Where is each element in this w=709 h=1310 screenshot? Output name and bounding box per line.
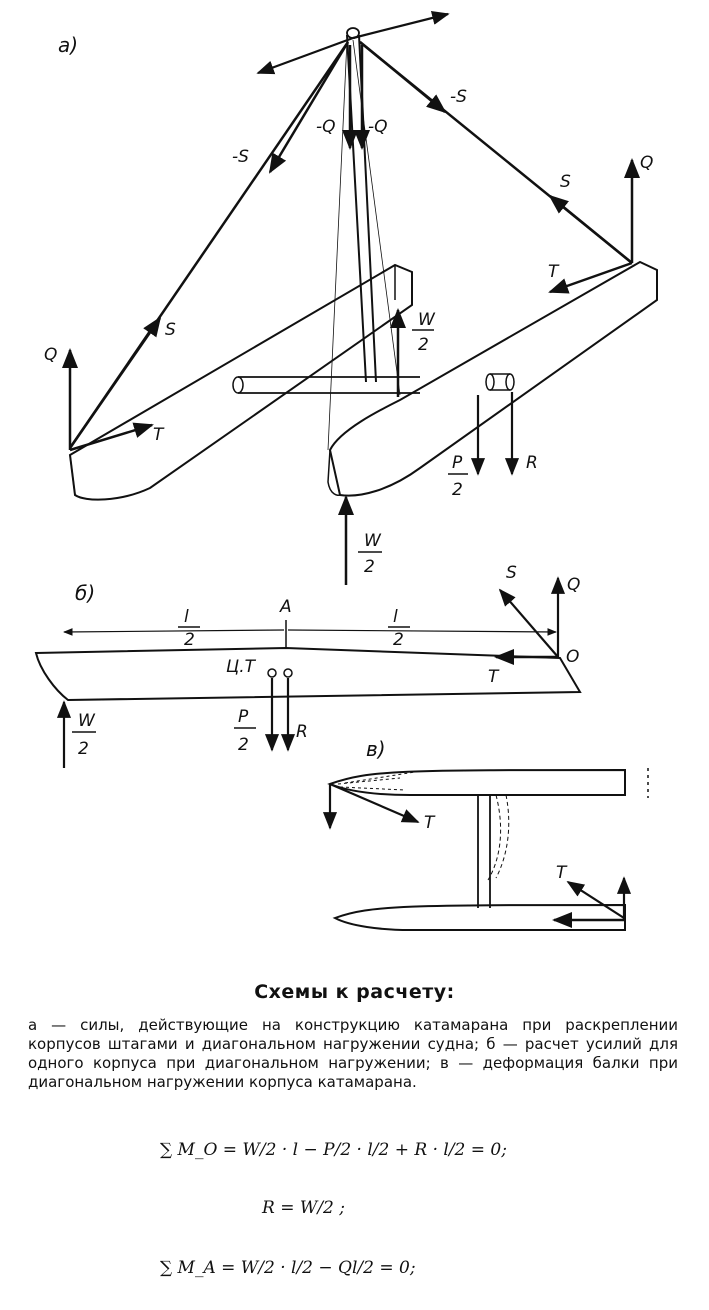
arrow-mast-right — [352, 11, 450, 40]
label-minus-q-right: -Q — [368, 117, 388, 137]
label-q-left: Q — [44, 345, 57, 365]
label-l-left: l — [184, 607, 189, 627]
arrow-b-s — [498, 588, 559, 658]
label-a: A — [279, 597, 292, 617]
panel-b-label: б) — [75, 581, 95, 605]
label-b-p: P — [238, 707, 249, 727]
arrow-s-left — [68, 316, 162, 449]
label-s-left: S — [165, 320, 176, 340]
panel-v-label: в) — [366, 737, 386, 761]
label-minus-q-left: -Q — [316, 117, 336, 137]
dim-left — [63, 628, 285, 636]
equation-r: R = W/2 ; — [262, 1198, 345, 1218]
arrow-t-left — [69, 422, 154, 452]
arrow-v-t-bottom — [566, 881, 625, 919]
label-b-two-w: 2 — [78, 739, 89, 759]
arrow-s-right — [548, 194, 633, 264]
arrow-minus-s-right — [359, 41, 447, 114]
label-l-right: l — [393, 607, 398, 627]
label-b-q: Q — [567, 575, 580, 595]
label-t-left: T — [153, 425, 165, 445]
equation-moment-a: ∑ M_A = W/2 · l/2 − Ql/2 = 0; — [160, 1258, 416, 1278]
cross-beam — [232, 376, 420, 394]
catamaran-force-diagrams: а) -S -S — [34, 11, 658, 931]
label-b-two-p: 2 — [238, 735, 249, 755]
bottom-hull-plan — [332, 903, 626, 931]
label-r: R — [526, 453, 538, 473]
arrow-v-t-top — [329, 782, 420, 824]
side-hull — [34, 646, 582, 702]
caption-title: Схемы к расчету: — [254, 981, 455, 1003]
label-p: P — [452, 453, 463, 473]
label-q-right: Q — [640, 153, 653, 173]
label-two-top: 2 — [418, 335, 429, 355]
label-w-bottom: W — [364, 531, 382, 551]
panel-a-label: а) — [58, 33, 78, 57]
label-minus-s-right: -S — [450, 87, 467, 107]
label-two-bottom: 2 — [364, 557, 375, 577]
label-two-l-right: 2 — [393, 630, 404, 650]
arrow-mast-left — [256, 36, 354, 75]
left-hull — [68, 263, 413, 501]
label-w-top: W — [418, 310, 436, 330]
deformed-beam — [477, 794, 510, 908]
dim-right — [287, 628, 557, 636]
label-b-r: R — [296, 722, 308, 742]
caption-body: а — силы, действующие на конструкцию кат… — [28, 1016, 678, 1091]
label-two-p: 2 — [452, 480, 463, 500]
mast — [327, 27, 401, 451]
label-o: O — [566, 647, 579, 667]
label-s-right: S — [560, 172, 571, 192]
label-b-t: T — [488, 667, 500, 687]
top-hull-plan — [327, 768, 649, 798]
arrow-minus-s-left — [268, 41, 350, 174]
label-b-w: W — [78, 711, 96, 731]
right-hull — [327, 260, 658, 497]
label-minus-s-left: -S — [232, 147, 249, 167]
label-t-right: T — [548, 262, 560, 282]
label-ct: Ц.Т — [226, 657, 257, 677]
roller — [485, 373, 515, 391]
label-v-t-bottom: T — [556, 863, 568, 883]
label-b-s: S — [506, 563, 517, 583]
equation-moment-o: ∑ M_O = W/2 · l − P/2 · l/2 + R · l/2 = … — [160, 1140, 507, 1160]
label-two-l-left: 2 — [184, 630, 195, 650]
label-v-t-top: T — [424, 813, 436, 833]
arrow-t-right — [548, 261, 633, 294]
